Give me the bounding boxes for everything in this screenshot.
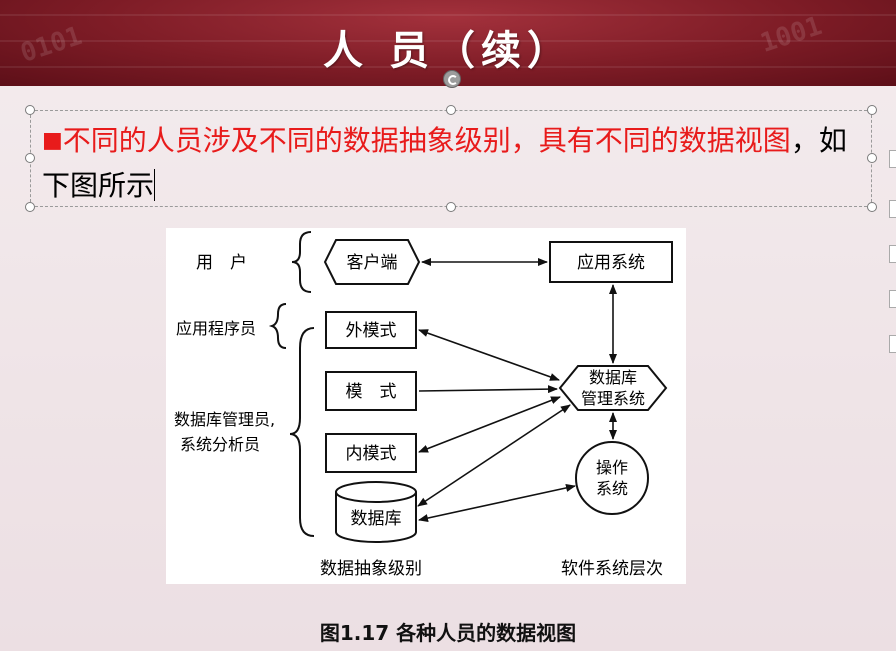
side-panel-tab[interactable] — [889, 290, 896, 308]
dbms-label-1: 数据库 — [589, 368, 637, 387]
resize-handle-top[interactable] — [446, 105, 456, 115]
app-system-node — [549, 241, 673, 283]
resize-handle-left[interactable] — [25, 153, 35, 163]
internal-schema-node — [325, 433, 417, 473]
role-dba-label-2: 系统分析员 — [180, 435, 260, 454]
database-node — [335, 481, 417, 543]
arrow-schema-dbms — [418, 385, 558, 394]
side-panel-tab[interactable] — [889, 245, 896, 263]
body-text-black: ，如下图所示 — [42, 124, 847, 202]
side-panel-tab[interactable] — [889, 200, 896, 218]
brace-dba — [289, 327, 315, 537]
slide-title[interactable]: 人 员（续） — [323, 27, 573, 74]
os-node — [575, 441, 649, 515]
role-programmer-label: 应用程序员 — [176, 319, 256, 338]
role-dba-label-1: 数据库管理员, — [174, 410, 275, 429]
column-label-software: 软件系统层次 — [561, 559, 663, 579]
brace-programmer — [268, 303, 287, 349]
rotate-handle-icon[interactable] — [443, 70, 461, 88]
figure-image[interactable]: 用 户 应用程序员 数据库管理员, 系统分析员 客户端 应用系统 外模式 模 式… — [166, 228, 686, 584]
arrow-external-dbms — [418, 329, 560, 381]
dbms-node — [558, 365, 668, 411]
client-label: 客户端 — [347, 253, 398, 273]
resize-handle-top-right[interactable] — [867, 105, 877, 115]
resize-handle-right[interactable] — [867, 153, 877, 163]
data-view-diagram: 用 户 应用程序员 数据库管理员, 系统分析员 客户端 应用系统 外模式 模 式… — [174, 231, 673, 579]
resize-handle-bottom-left[interactable] — [25, 202, 35, 212]
side-panel-tab[interactable] — [889, 150, 896, 168]
bullet-square-icon: ■ — [42, 128, 63, 153]
external-schema-label: 外模式 — [346, 321, 397, 341]
external-schema-node — [325, 311, 417, 349]
figure-caption[interactable]: 图1.17 各种人员的数据视图 — [319, 621, 577, 645]
client-node — [323, 239, 421, 285]
resize-handle-top-left[interactable] — [25, 105, 35, 115]
internal-schema-label: 内模式 — [346, 444, 397, 464]
arrow-database-os — [418, 484, 576, 522]
side-panel-tab[interactable] — [889, 335, 896, 353]
schema-node — [325, 371, 417, 411]
bullet-paragraph[interactable]: ■不同的人员涉及不同的数据抽象级别，具有不同的数据视图，如下图所示 — [42, 118, 868, 208]
resize-handle-bottom-right[interactable] — [867, 202, 877, 212]
body-text-red: 不同的人员涉及不同的数据抽象级别，具有不同的数据视图 — [62, 124, 791, 157]
arrow-internal-dbms — [418, 396, 561, 453]
text-caret — [154, 169, 156, 201]
os-label-1: 操作 — [596, 458, 628, 477]
resize-handle-bottom[interactable] — [446, 202, 456, 212]
header-stripe — [0, 14, 896, 16]
database-label: 数据库 — [351, 509, 402, 529]
schema-label: 模 式 — [346, 382, 397, 402]
app-system-label: 应用系统 — [577, 253, 645, 273]
os-label-2: 系统 — [596, 479, 628, 498]
column-label-abstraction: 数据抽象级别 — [320, 559, 422, 579]
header-stripe — [0, 66, 896, 68]
brace-user — [291, 231, 312, 293]
arrow-database-dbms — [417, 404, 571, 507]
role-user-label: 用 户 — [196, 253, 247, 273]
dbms-label-2: 管理系统 — [581, 389, 645, 408]
header-stripe — [0, 40, 896, 42]
